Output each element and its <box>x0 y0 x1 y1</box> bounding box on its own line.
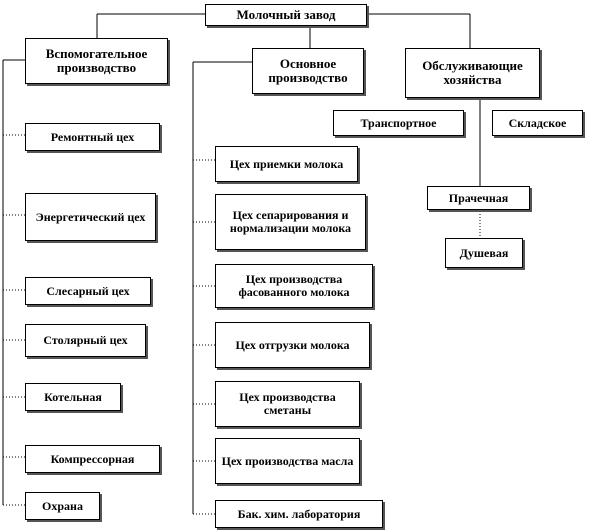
service-unit-warehouse: Складское <box>492 110 583 136</box>
main-unit-milk-shipping: Цех отгрузки молока <box>215 322 370 368</box>
aux-unit-energy: Энергетический цех <box>25 193 156 241</box>
main-unit-packaged-milk: Цех производства фасованного молока <box>215 264 373 308</box>
service-unit-showers: Душевая <box>445 238 523 268</box>
aux-unit-fitter: Слесарный цех <box>25 277 151 305</box>
main-unit-butter: Цех производства масла <box>215 438 360 484</box>
aux-unit-compressor: Компрессорная <box>25 445 160 473</box>
service-unit-transport: Транспортное <box>333 110 464 136</box>
main-unit-lab: Бак. хим. лаборатория <box>215 500 383 528</box>
aux-unit-carpentry: Столярный цех <box>25 324 146 357</box>
main-unit-milk-intake: Цех приемки молока <box>215 146 358 182</box>
root-node: Молочный завод <box>205 4 367 26</box>
branch-service: Обслуживающие хозяйства <box>405 48 540 98</box>
aux-unit-boiler: Котельная <box>25 383 121 411</box>
branch-auxiliary: Вспомогательное производство <box>25 38 168 84</box>
service-unit-laundry: Прачечная <box>427 186 530 210</box>
aux-unit-repair: Ремонтный цех <box>25 123 160 151</box>
aux-unit-security: Охрана <box>25 492 100 520</box>
main-unit-separation: Цех сепарирования и нормализации молока <box>215 194 366 250</box>
main-unit-sour-cream: Цех производства сметаны <box>215 381 360 427</box>
branch-main: Основное производство <box>252 48 364 94</box>
